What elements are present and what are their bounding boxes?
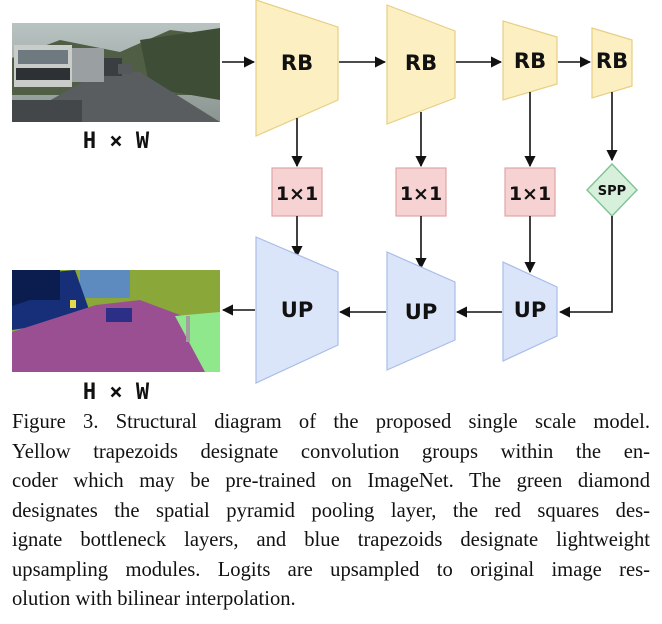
caption-line: coder which may be pre-trained on ImageN… (12, 470, 650, 492)
decoder-block-3 (502, 261, 558, 362)
encoder-block-1-label: RB (281, 51, 313, 75)
caption-line: designates the spatial pyramid pooling l… (12, 499, 650, 522)
bottleneck-block-3 (504, 167, 556, 217)
input-image (12, 23, 220, 122)
encoder-block-2 (386, 4, 456, 125)
decoder-block-2 (386, 251, 456, 371)
bottleneck-block-2-label: 1×1 (400, 183, 442, 205)
figure-caption: Figure 3. Structural diagram of the prop… (12, 408, 650, 615)
encoder-block-4 (591, 27, 633, 99)
caption-line: Figure 3. Structural diagram of the prop… (12, 411, 650, 433)
decoder-block-1 (255, 236, 339, 384)
architecture-diagram: H × W H × W RB RB RB RB 1×1 1×1 1×1 SPP … (12, 0, 638, 400)
encoder-block-2-label: RB (405, 51, 437, 75)
caption-line: upsampling modules. Logits are upsampled… (12, 558, 650, 581)
caption-line: Yellow trapezoids designate convolution … (12, 440, 650, 463)
arrow-spp-to-up3 (558, 216, 613, 318)
bottleneck-block-1-label: 1×1 (276, 183, 318, 205)
decoder-block-3-label: UP (514, 298, 546, 322)
encoder-block-1 (255, 0, 339, 137)
encoder-block-4-label: RB (596, 49, 628, 73)
output-segmentation (12, 270, 220, 372)
encoder-block-3 (502, 20, 558, 101)
encoder-block-3-label: RB (514, 49, 546, 73)
bottleneck-block-3-label: 1×1 (509, 183, 551, 205)
spp-label: SPP (598, 184, 626, 199)
caption-line: ignate bottleneck layers, and blue trape… (12, 529, 650, 551)
decoder-block-1-label: UP (281, 298, 313, 322)
caption-line: olution with bilinear interpolation. (12, 588, 296, 610)
input-dimension-label: H × W (83, 129, 150, 154)
decoder-block-2-label: UP (405, 300, 437, 324)
output-dimension-label: H × W (83, 380, 150, 400)
